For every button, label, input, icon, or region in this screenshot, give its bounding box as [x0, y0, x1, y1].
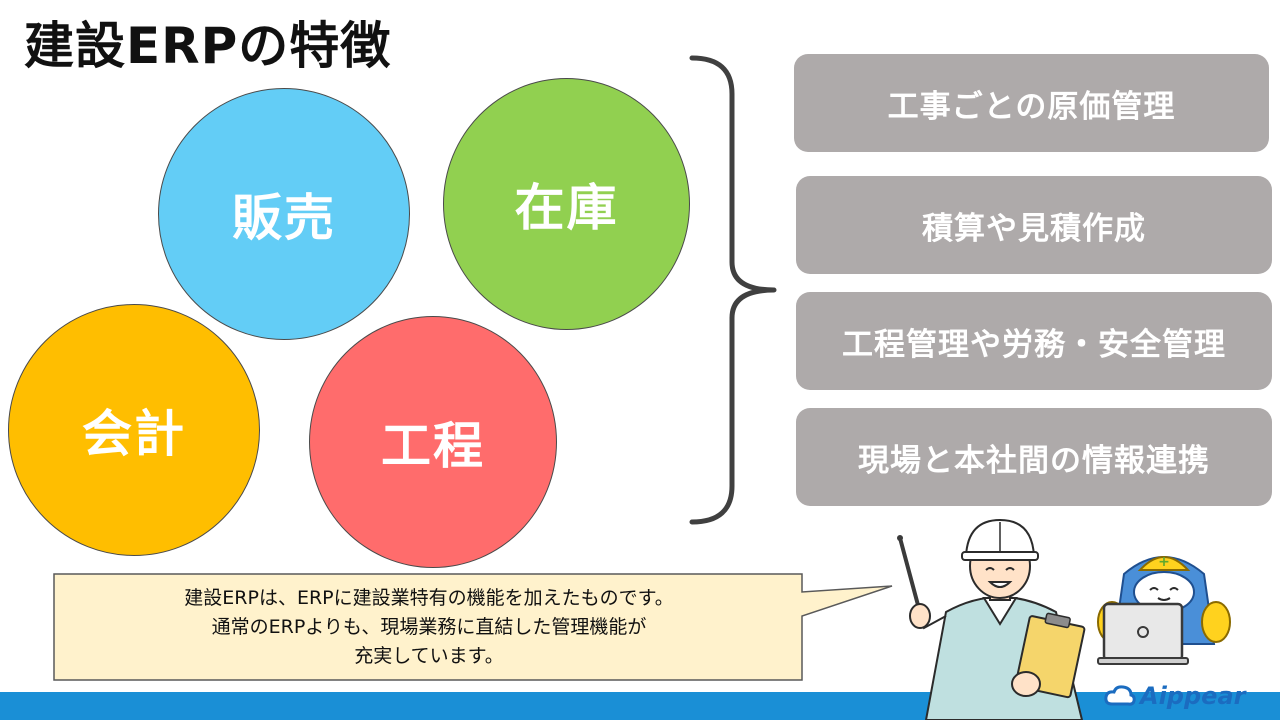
- callout-line-2: 通常のERPよりも、現場業務に直結した管理機能が: [211, 616, 647, 638]
- feature-info-sharing: 現場と本社間の情報連携: [796, 408, 1272, 506]
- callout-line-3: 充実しています。: [354, 645, 504, 667]
- svg-text:+: +: [1158, 554, 1170, 570]
- circle-accounting-label: 会計: [82, 405, 186, 463]
- circle-inventory: 在庫: [443, 78, 690, 330]
- circle-accounting: 会計: [8, 304, 260, 556]
- feature-schedule-safety-label: 工程管理や労務・安全管理: [842, 326, 1226, 363]
- curly-bracket: [689, 55, 777, 525]
- callout-line-1: 建設ERPは、ERPに建設業特有の機能を加えたものです。: [184, 587, 674, 609]
- page-title: 建設ERPの特徴: [24, 17, 392, 75]
- cloud-logo-icon: [1104, 685, 1136, 706]
- circle-inventory-label: 在庫: [514, 179, 619, 237]
- circle-sales: 販売: [158, 88, 410, 340]
- brand-logo: Aippear: [1104, 681, 1272, 711]
- feature-estimation: 積算や見積作成: [796, 176, 1272, 274]
- feature-schedule-safety: 工程管理や労務・安全管理: [796, 292, 1272, 390]
- feature-cost-management-label: 工事ごとの原価管理: [887, 88, 1176, 125]
- callout-text: 建設ERPは、ERPに建設業特有の機能を加えたものです。 通常のERPよりも、現…: [54, 584, 804, 671]
- feature-info-sharing-label: 現場と本社間の情報連携: [858, 442, 1210, 479]
- feature-cost-management: 工事ごとの原価管理: [794, 54, 1269, 152]
- logo-text: Aippear: [1140, 682, 1246, 710]
- circle-process: 工程: [309, 316, 557, 568]
- mascot-robot-laptop-illustration: +: [1097, 554, 1231, 665]
- circle-sales-label: 販売: [232, 189, 336, 247]
- speech-callout: [53, 573, 893, 681]
- feature-estimation-label: 積算や見積作成: [922, 210, 1146, 247]
- circle-process-label: 工程: [381, 417, 485, 475]
- construction-worker-illustration: [897, 518, 1086, 720]
